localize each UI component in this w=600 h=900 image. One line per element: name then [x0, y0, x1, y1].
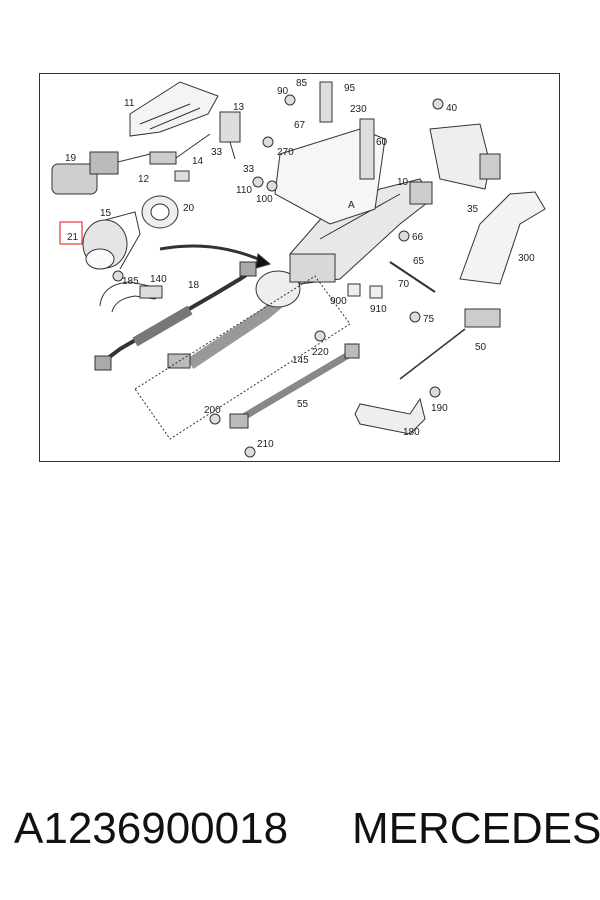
bolt-210-part	[244, 446, 256, 458]
connector-part	[174, 170, 190, 182]
adjustment-motor-part	[51, 151, 151, 195]
nut-110-part	[252, 176, 264, 188]
callout-20: 20	[183, 203, 195, 214]
callout-A: A	[348, 200, 355, 211]
callout-220: 220	[312, 347, 329, 358]
callout-180: 180	[403, 427, 420, 438]
assembly-arrow	[159, 244, 266, 264]
callout-60: 60	[376, 137, 388, 148]
callout-900: 900	[330, 296, 347, 307]
callout-210: 210	[257, 439, 274, 450]
callout-100: 100	[256, 194, 273, 205]
callout-15: 15	[100, 208, 112, 219]
callout-18: 18	[188, 280, 200, 291]
nut-100-part	[266, 180, 278, 192]
callout-50: 50	[475, 342, 487, 353]
callout-35: 35	[467, 204, 479, 215]
spindle-part	[149, 133, 211, 165]
callout-33a: 33	[211, 147, 223, 158]
screw-40-part	[432, 98, 444, 110]
callout-13: 13	[233, 102, 245, 113]
callout-140: 140	[150, 274, 167, 285]
brand-name: MERCEDES	[352, 804, 600, 853]
clip-910-part	[369, 285, 383, 299]
callout-55: 55	[297, 399, 309, 410]
callout-66: 66	[412, 232, 424, 243]
callout-110: 110	[236, 185, 252, 196]
callout-145: 145	[292, 355, 309, 366]
telescopic-shaft-part	[229, 343, 360, 429]
bolt-190-part	[429, 386, 441, 398]
steering-column-assembly-part	[289, 178, 433, 285]
part-number: A1236900018	[14, 804, 289, 853]
callout-85: 85	[296, 78, 308, 89]
highlight-box	[59, 221, 83, 245]
callout-910: 910	[370, 304, 387, 315]
callout-70: 70	[398, 279, 410, 290]
callout-11: 11	[124, 98, 135, 109]
intermediate-shaft-part	[94, 261, 257, 371]
bellows-boot-part	[82, 211, 141, 270]
callout-200: 200	[204, 405, 221, 416]
lever-assembly-part	[219, 111, 241, 160]
callout-14: 14	[192, 156, 204, 167]
callout-185: 185	[122, 276, 139, 287]
clamp-bracket-part	[354, 397, 426, 435]
callout-230: 230	[350, 104, 367, 115]
assembly-group-outline	[134, 275, 351, 440]
steering-column-parts-diagram: 11 13 19 14 12 15 20 21 185 140 18 90 85…	[51, 78, 546, 458]
callout-190: 190	[431, 403, 448, 414]
callout-90: 90	[277, 86, 289, 97]
support-bracket-part	[459, 191, 546, 285]
callout-33b: 33	[243, 164, 255, 175]
callout-300: 300	[518, 253, 535, 264]
callout-65: 65	[413, 256, 425, 267]
callout-67: 67	[294, 120, 306, 131]
linkage-rod-part	[389, 261, 436, 293]
upper-column-cover-part	[129, 81, 219, 137]
nut-66-part	[398, 230, 410, 242]
nut-200-part	[209, 413, 221, 425]
parts-diagram-frame: 11 13 19 14 12 15 20 21 185 140 18 90 85…	[39, 73, 560, 462]
clip-900-part	[347, 283, 361, 297]
lower-shaft-bellows-part	[167, 270, 301, 369]
bracket-part	[99, 281, 163, 313]
bolt-270-part	[262, 136, 274, 148]
callout-40: 40	[446, 103, 458, 114]
callout-12: 12	[138, 174, 150, 185]
washer-145-part	[314, 330, 326, 342]
callout-75: 75	[423, 314, 435, 325]
bearing-plate-part	[141, 195, 179, 229]
bolt-75-part	[409, 311, 421, 323]
sensor-cable-part	[399, 308, 501, 380]
control-module-part	[429, 123, 501, 190]
callout-21: 21	[67, 232, 79, 243]
screw-185-part	[112, 270, 124, 282]
callout-19: 19	[65, 153, 77, 164]
callout-95: 95	[344, 83, 356, 94]
mounting-plate-part	[274, 81, 386, 225]
callout-270: 270	[277, 147, 294, 158]
bolt-90-part	[284, 94, 296, 106]
callout-10: 10	[397, 177, 409, 188]
